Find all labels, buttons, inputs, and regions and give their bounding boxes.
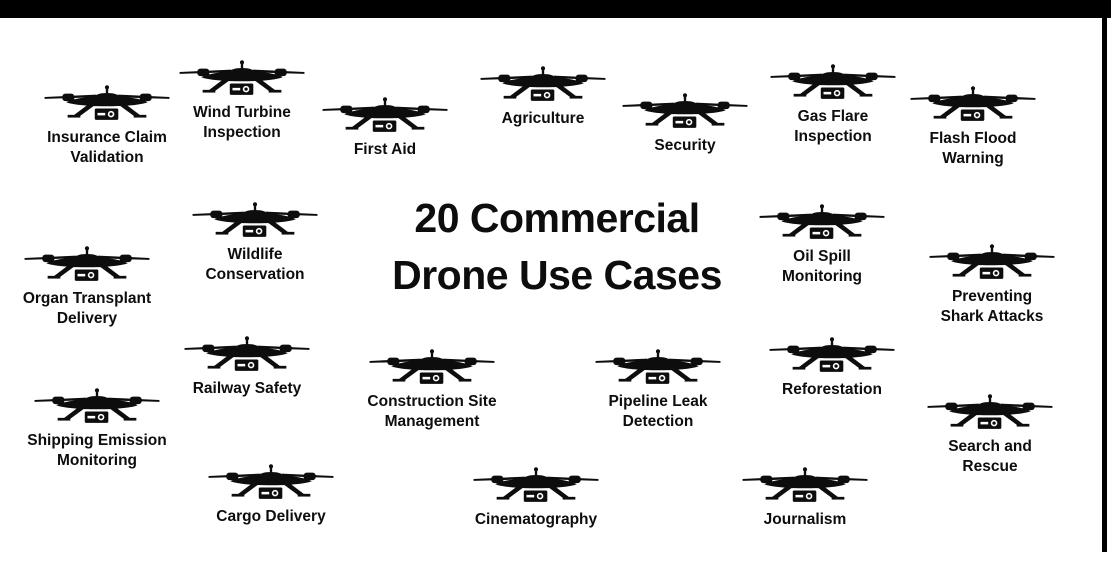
use-case-label: Insurance Claim Validation — [47, 129, 167, 167]
drone-icon — [207, 464, 335, 502]
use-case-label: Cinematography — [474, 511, 598, 528]
drone-icon — [909, 86, 1037, 124]
use-case-label: First Aid — [353, 141, 417, 158]
use-case-cargo-delivery: Cargo Delivery — [186, 464, 356, 527]
use-case-shipping-emission-monitoring: Shipping Emission Monitoring — [12, 388, 182, 472]
use-case-journalism: Journalism — [720, 467, 890, 530]
drone-icon — [43, 85, 171, 123]
use-case-preventing-shark-attacks: Preventing Shark Attacks — [907, 244, 1077, 328]
use-case-label: Preventing Shark Attacks — [940, 288, 1044, 326]
use-case-agriculture: Agriculture — [458, 66, 628, 129]
drone-icon — [758, 204, 886, 242]
drone-icon — [479, 66, 607, 104]
drone-icon — [321, 97, 449, 135]
use-case-cinematography: Cinematography — [451, 467, 621, 530]
use-case-label: Shipping Emission Monitoring — [27, 432, 167, 470]
use-case-label: Organ Transplant Delivery — [22, 290, 152, 328]
use-case-label: Gas Flare Inspection — [794, 108, 872, 146]
drone-icon — [33, 388, 161, 426]
drone-icon — [178, 60, 306, 98]
use-case-label: Railway Safety — [192, 380, 302, 397]
use-case-search-and-rescue: Search and Rescue — [905, 394, 1075, 478]
drone-icon — [472, 467, 600, 505]
use-case-pipeline-leak-detection: Pipeline Leak Detection — [573, 349, 743, 433]
use-case-organ-transplant-delivery: Organ Transplant Delivery — [2, 246, 172, 330]
drone-icon — [594, 349, 722, 387]
drone-icon — [769, 64, 897, 102]
use-case-oil-spill-monitoring: Oil Spill Monitoring — [737, 204, 907, 288]
use-case-label: Flash Flood Warning — [929, 130, 1017, 168]
drone-icon — [926, 394, 1054, 432]
use-case-label: Cargo Delivery — [216, 508, 326, 525]
use-case-wildlife-conservation: Wildlife Conservation — [170, 202, 340, 286]
use-case-gas-flare-inspection: Gas Flare Inspection — [748, 64, 918, 148]
use-case-wind-turbine-inspection: Wind Turbine Inspection — [157, 60, 327, 144]
use-case-label: Search and Rescue — [948, 438, 1032, 476]
drone-icon — [741, 467, 869, 505]
right-border-bar — [1102, 18, 1107, 552]
drone-icon — [621, 93, 749, 131]
use-case-insurance-claim-validation: Insurance Claim Validation — [22, 85, 192, 169]
use-case-reforestation: Reforestation — [747, 337, 917, 400]
use-case-label: Construction Site Management — [367, 393, 497, 431]
use-case-label: Journalism — [763, 511, 847, 528]
use-case-label: Wildlife Conservation — [205, 246, 305, 284]
use-case-railway-safety: Railway Safety — [162, 336, 332, 399]
drone-icon — [368, 349, 496, 387]
use-case-label: Security — [654, 137, 716, 154]
top-border-bar — [0, 0, 1111, 18]
use-case-label: Agriculture — [501, 110, 585, 127]
use-case-label: Oil Spill Monitoring — [781, 248, 863, 286]
use-case-label: Pipeline Leak Detection — [608, 393, 708, 431]
use-case-flash-flood-warning: Flash Flood Warning — [888, 86, 1058, 170]
drone-icon — [183, 336, 311, 374]
use-case-first-aid: First Aid — [300, 97, 470, 160]
page-title: 20 Commercial Drone Use Cases — [392, 195, 722, 298]
drone-icon — [768, 337, 896, 375]
drone-icon — [191, 202, 319, 240]
drone-icon — [23, 246, 151, 284]
drone-icon — [928, 244, 1056, 282]
use-case-construction-site-management: Construction Site Management — [347, 349, 517, 433]
use-case-label: Wind Turbine Inspection — [193, 104, 291, 142]
use-case-security: Security — [600, 93, 770, 156]
use-case-label: Reforestation — [782, 381, 882, 398]
